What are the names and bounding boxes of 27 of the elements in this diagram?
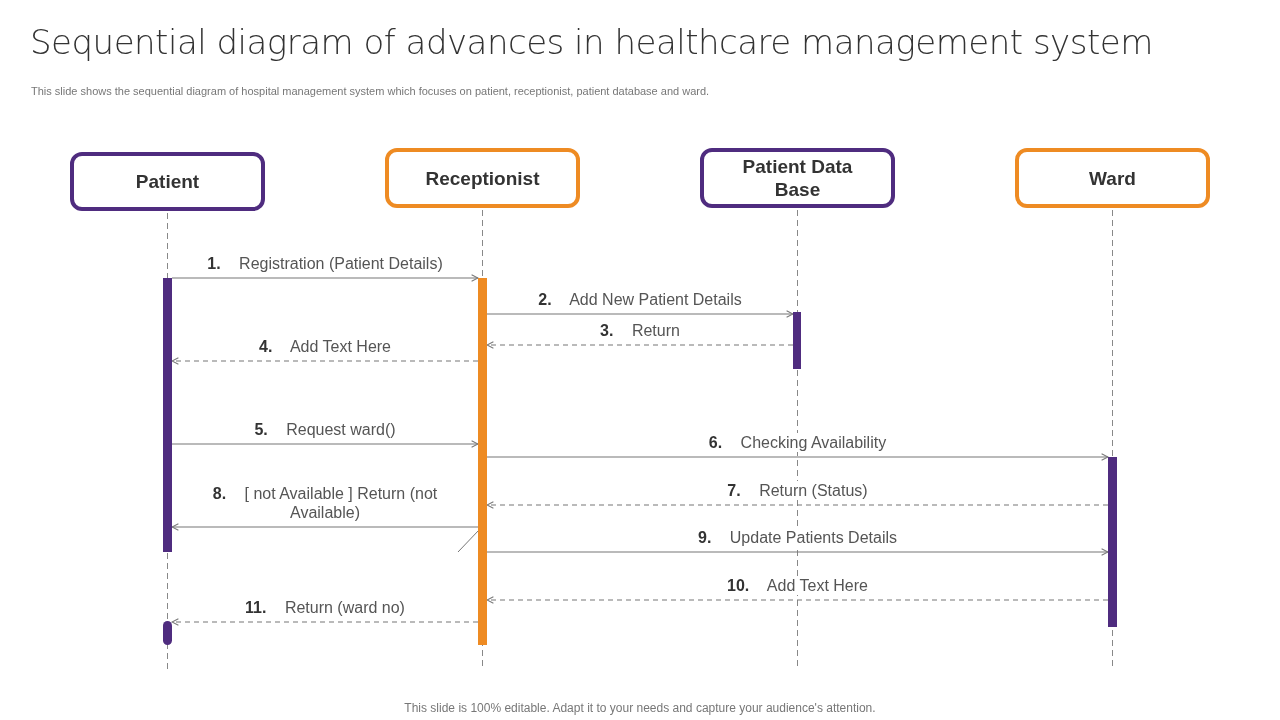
slide-subtitle: This slide shows the sequential diagram of hospital management system which focuses on patient, receptionist, patient database and ward. xyxy=(31,85,710,97)
message-arrow xyxy=(171,618,479,626)
message-arrow xyxy=(171,274,479,282)
message-arrow xyxy=(171,523,479,531)
actor-box xyxy=(700,148,895,208)
actor-label: Ward xyxy=(1089,166,1136,190)
message-arrow xyxy=(171,357,479,365)
message-arrow xyxy=(486,453,1109,461)
actor-label: Patient xyxy=(135,170,200,193)
message-arrow xyxy=(171,440,479,448)
message-arrow xyxy=(486,596,1109,604)
activation-bar xyxy=(163,278,172,552)
footer-note: This slide is 100% editable. Adapt it to your needs and capture your audience's attention. xyxy=(403,701,877,715)
activation-bar xyxy=(793,312,801,369)
slide-title: Sequential diagram of advances in healthcare management system xyxy=(30,22,1153,62)
message-arrow xyxy=(486,501,1109,509)
message-arrow xyxy=(486,341,794,349)
actor-label: Receptionist xyxy=(425,166,540,190)
activation-bar xyxy=(163,621,172,645)
message-arrow xyxy=(486,548,1109,556)
actor-box xyxy=(385,148,580,208)
activation-bar xyxy=(1108,457,1117,627)
activation-bar xyxy=(478,278,487,645)
actor-label: Patient Data Base xyxy=(741,155,854,201)
message-arrow xyxy=(486,310,794,318)
actor-box xyxy=(70,152,265,211)
actor-box xyxy=(1015,148,1210,208)
